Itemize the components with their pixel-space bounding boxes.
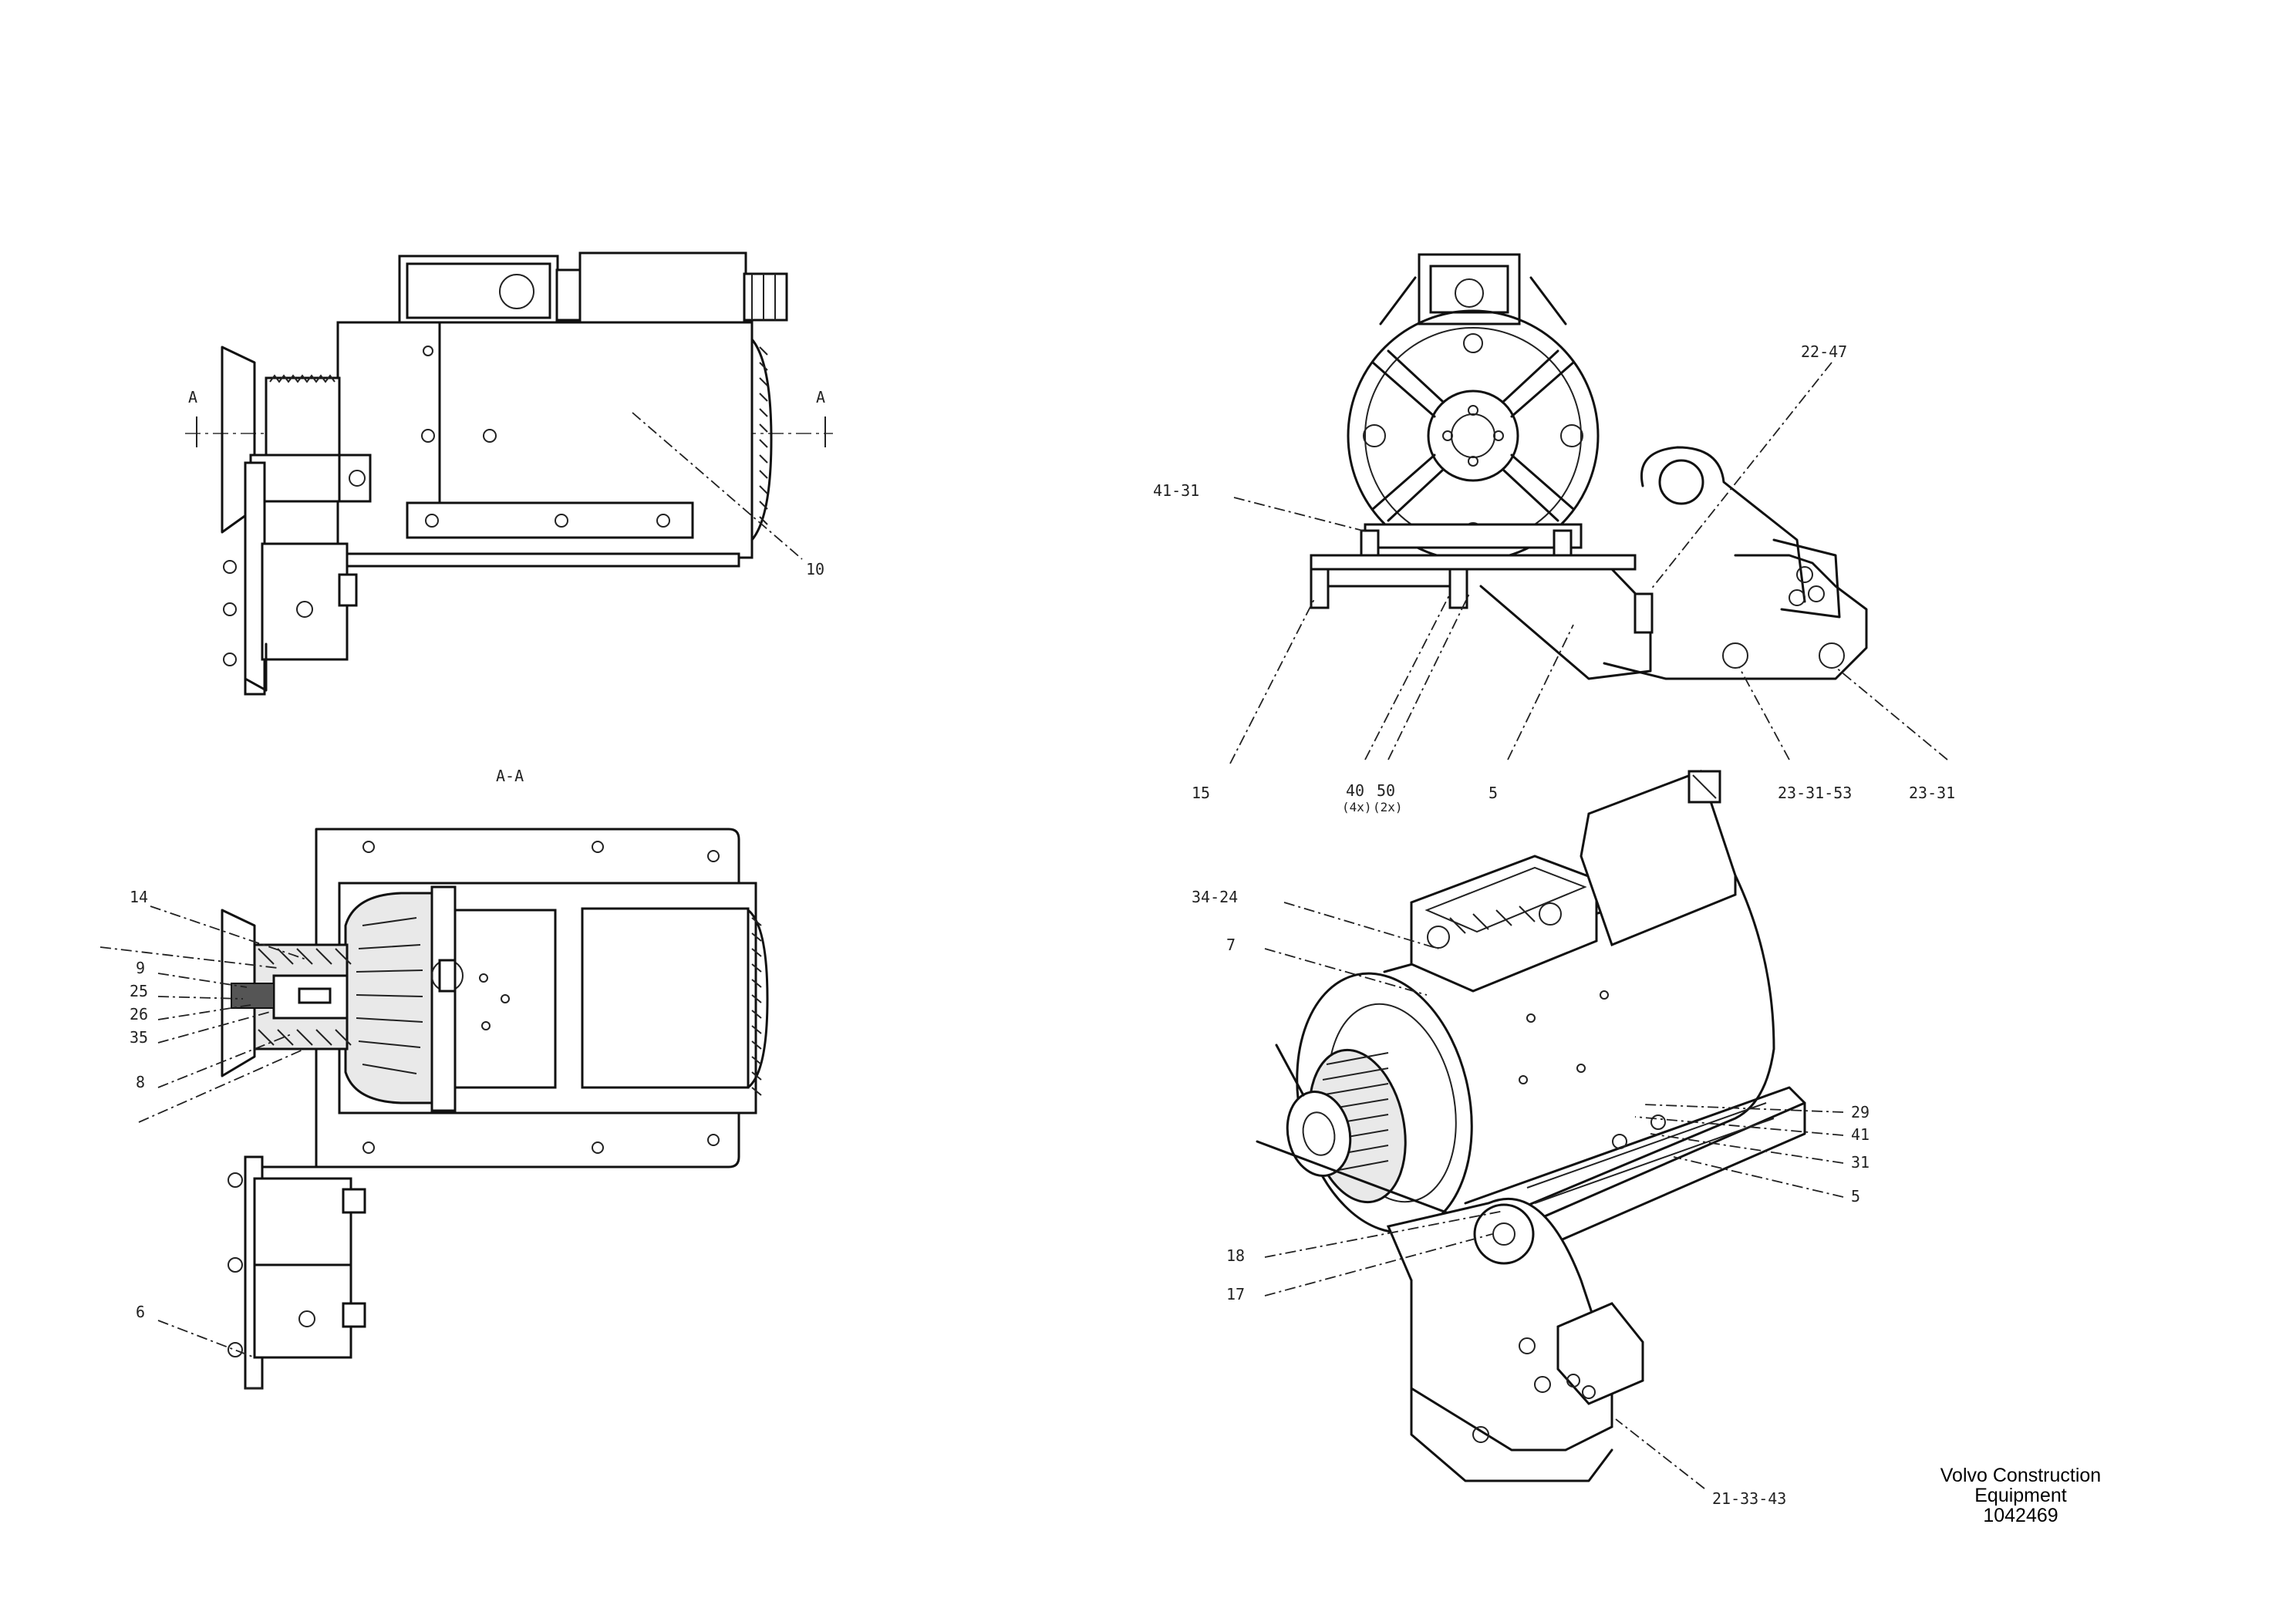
callout-40: 40 [1346, 781, 1364, 800]
callout-50-qty: (2x) [1373, 800, 1403, 814]
callout-17: 17 [1226, 1285, 1245, 1303]
callout-31-iso: 31 [1851, 1153, 1870, 1172]
callout-41-31: 41-31 [1153, 481, 1199, 500]
callout-26: 26 [130, 1005, 148, 1023]
callout-15: 15 [1192, 784, 1210, 802]
callout-10: 10 [806, 560, 824, 578]
callout-25: 25 [130, 982, 148, 1000]
section-marker-left: A [188, 388, 197, 406]
callout-14: 14 [130, 888, 148, 906]
callout-22-47: 22-47 [1801, 342, 1847, 361]
callout-35: 35 [130, 1028, 148, 1047]
callout-23-31: 23-31 [1909, 784, 1955, 802]
drawing-number: 1042469 [1983, 1505, 2058, 1526]
callout-9: 9 [136, 959, 145, 977]
front-view: 41-31 22-47 15 40 (4x) 50 (2x) 5 23-31-5… [1153, 253, 1955, 814]
callout-21-33-43: 21-33-43 [1712, 1489, 1786, 1508]
callout-7: 7 [1226, 936, 1236, 954]
callout-5-front: 5 [1489, 784, 1498, 802]
callout-18: 18 [1226, 1246, 1245, 1265]
side-view: A A [185, 251, 833, 696]
callout-6: 6 [136, 1303, 145, 1321]
callout-34-24: 34-24 [1192, 888, 1238, 906]
brand-block: Volvo Construction Equipment 1042469 [1905, 1465, 2136, 1526]
callout-50: 50 [1377, 781, 1395, 800]
callout-40-qty: (4x) [1342, 800, 1372, 814]
callout-5-iso: 5 [1851, 1187, 1860, 1206]
callout-29: 29 [1851, 1103, 1870, 1121]
section-view-title: A-A [496, 767, 524, 785]
iso-view: 34-24 7 29 41 31 5 18 17 21-33-43 [1192, 770, 1870, 1508]
brand-line-1: Volvo Construction [1940, 1465, 2102, 1486]
callout-41-iso: 41 [1851, 1125, 1870, 1144]
callout-23-31-53: 23-31-53 [1778, 784, 1852, 802]
section-marker-right: A [816, 388, 825, 406]
callout-8: 8 [136, 1073, 145, 1091]
brand-line-2: Equipment [1974, 1485, 2067, 1506]
section-view: A-A [99, 767, 769, 1390]
